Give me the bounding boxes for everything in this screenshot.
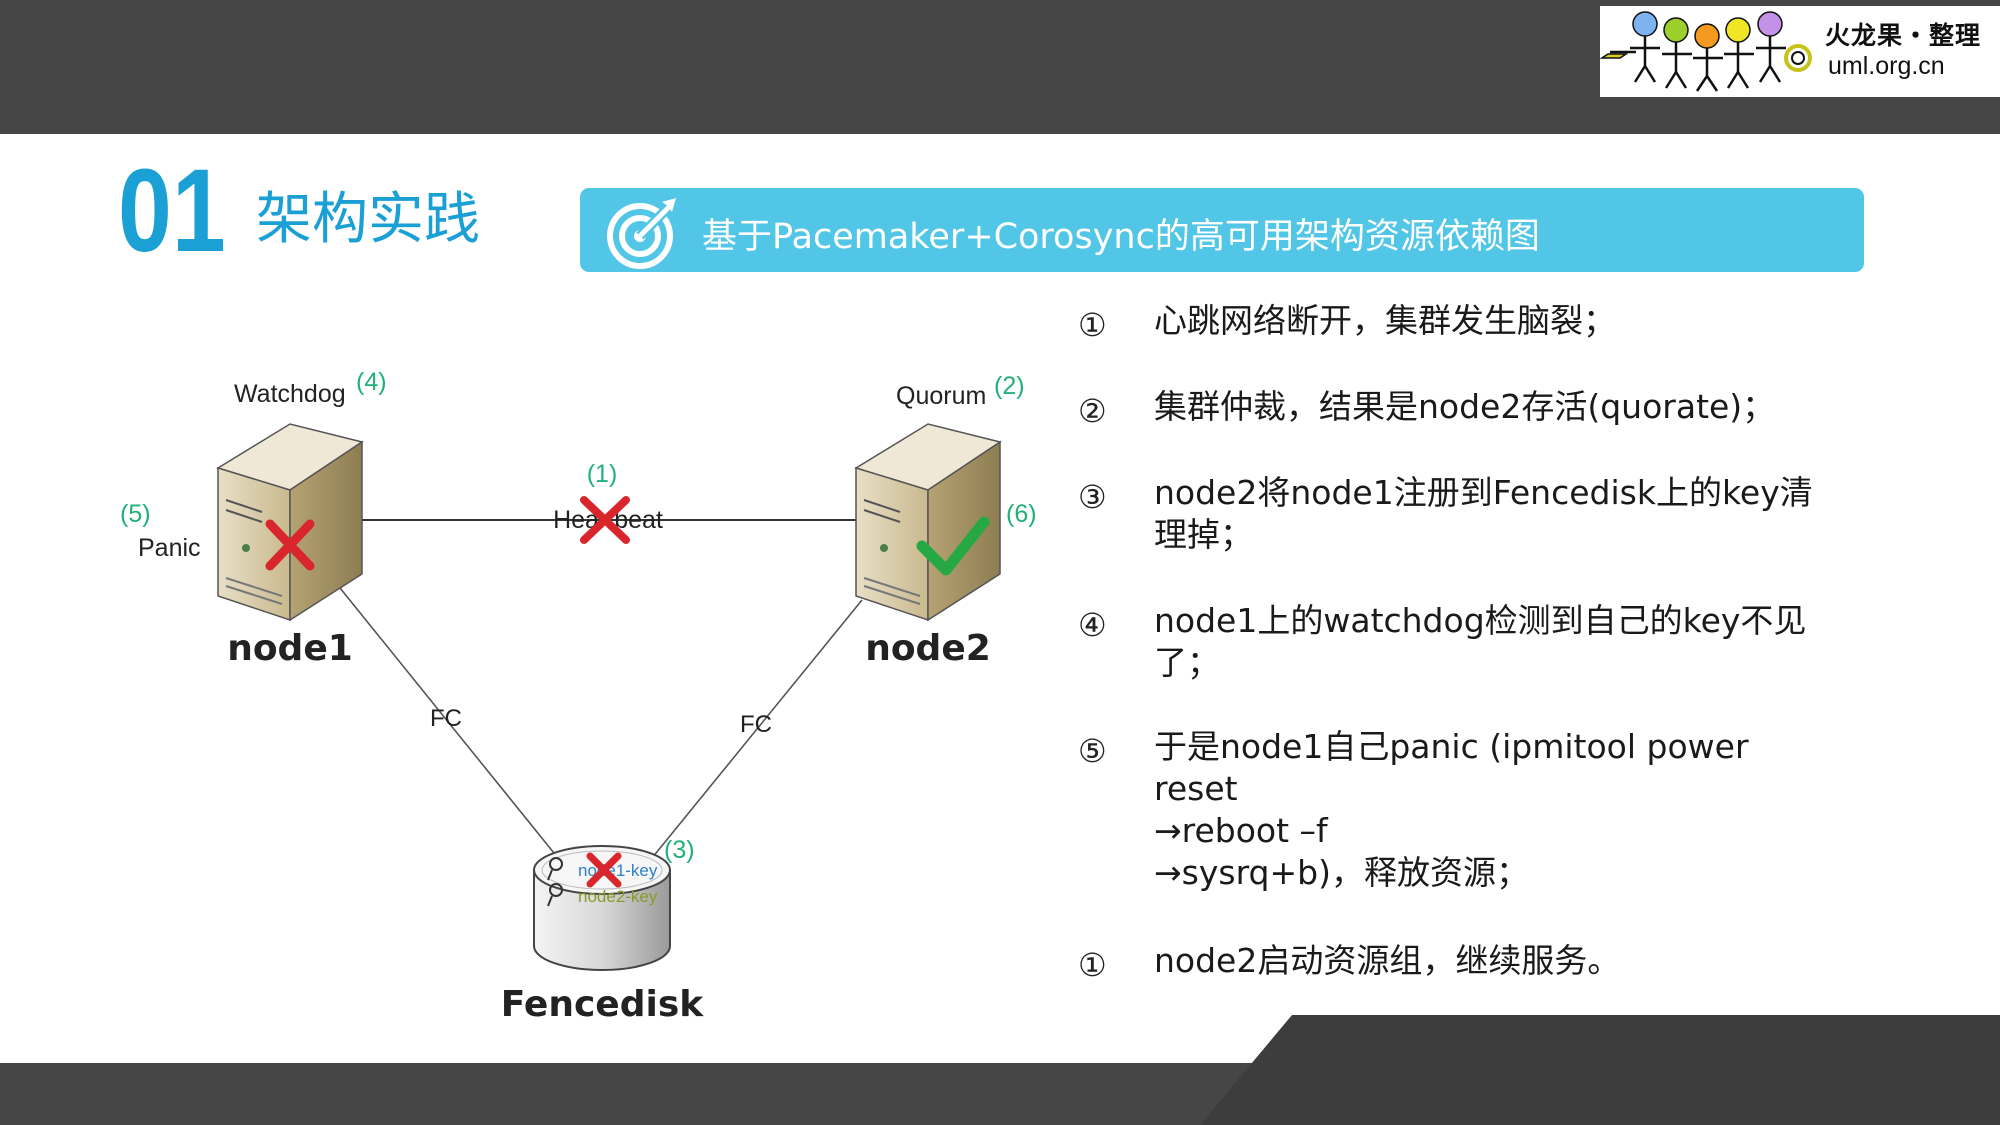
logo: 火龙果・整理 uml.org.cn [1600, 6, 2000, 97]
step-number: ⑤ [1078, 732, 1107, 770]
target-icon [607, 198, 676, 269]
heartbeat-fail-icon [580, 496, 630, 544]
node2-key-label: node2-key [578, 887, 658, 906]
step-text: 集群仲裁，结果是node2存活(quorate)； [1154, 387, 1776, 426]
title-banner: 基于Pacemaker+Corosync的高可用架构资源依赖图 [580, 188, 1864, 272]
step-number: ① [1078, 306, 1107, 344]
fencedisk-label: Fencedisk [501, 984, 704, 1025]
logo-title: 火龙果・整理 [1825, 21, 1982, 50]
step-text: 心跳网络断开，集群发生脑裂； [1154, 301, 1616, 340]
bottom-corner-decoration [1200, 1015, 2000, 1125]
logo-url: uml.org.cn [1828, 52, 1945, 80]
fc-label-left: FC [430, 705, 462, 732]
node1-fail-icon [265, 519, 315, 571]
node1-label: node1 [227, 628, 353, 669]
step-text: node1上的watchdog检测到自己的key不见 了； [1154, 601, 1807, 682]
quorum-label: Quorum [896, 382, 986, 410]
stick-figures-logo-icon [1600, 11, 1812, 92]
key-icon [547, 857, 563, 907]
node1-server-icon [216, 423, 364, 622]
node2-label: node2 [865, 628, 991, 669]
watchdog-number: (4) [356, 368, 387, 396]
fc-link-left [339, 587, 559, 859]
panic-number: (5) [120, 500, 151, 528]
node2-server-icon [854, 423, 1002, 622]
section-number: 01 [118, 145, 226, 277]
step-number: ① [1078, 946, 1107, 984]
node1-key-label: node1-key [578, 861, 658, 880]
step-text: node2启动资源组，继续服务。 [1154, 941, 1621, 980]
step-text: node2将node1注册到Fencedisk上的key清 理掉； [1154, 473, 1813, 554]
fc-link-right [651, 599, 863, 859]
node2-ok-icon [916, 516, 990, 576]
quorum-number: (2) [994, 372, 1025, 400]
node2-number: (6) [1006, 500, 1037, 528]
panic-label: Panic [138, 534, 201, 562]
watchdog-label: Watchdog [234, 380, 346, 408]
section-title: 架构实践 [256, 187, 480, 252]
step-text: 于是node1自己panic (ipmitool power reset →re… [1154, 727, 1749, 892]
banner-title: 基于Pacemaker+Corosync的高可用架构资源依赖图 [702, 217, 1540, 257]
step-number: ④ [1078, 606, 1107, 644]
fencedisk-fail-icon [586, 852, 622, 888]
step-number: ② [1078, 392, 1107, 430]
step-number: ③ [1078, 478, 1107, 516]
heartbeat-number: (1) [587, 460, 618, 488]
fencedisk-number: (3) [664, 836, 695, 864]
fc-label-right: FC [740, 711, 772, 738]
architecture-diagram: Heartbeat (1) node1 node2 Watchdog (4) Q… [120, 368, 1037, 1025]
